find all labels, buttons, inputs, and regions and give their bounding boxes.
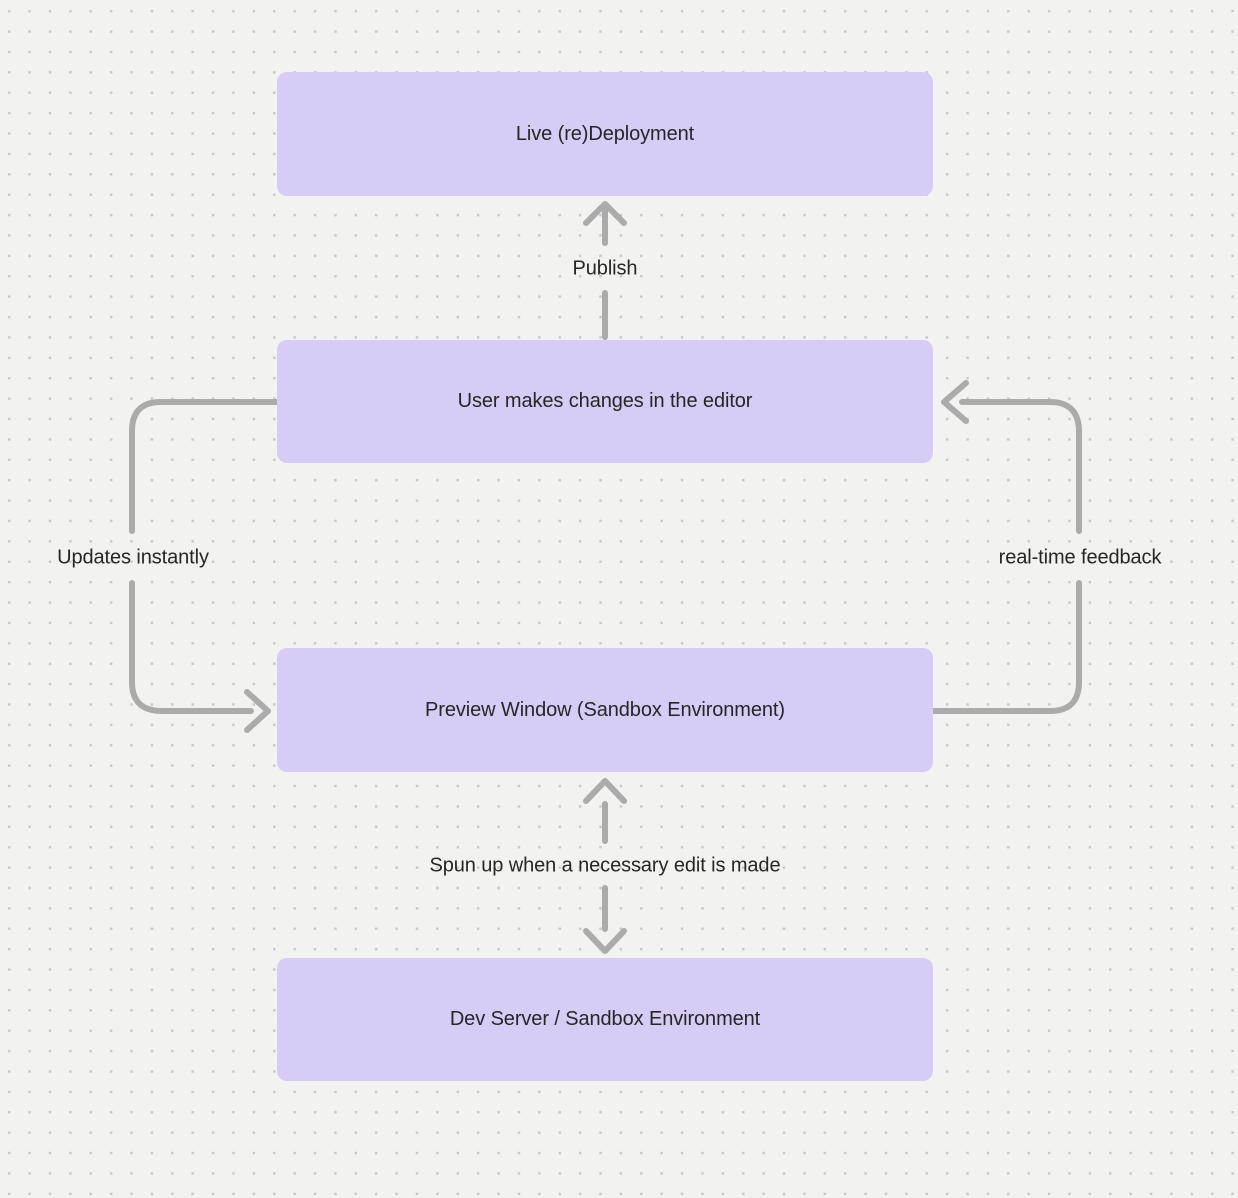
edge-label-publish[interactable]: Publish	[572, 257, 638, 280]
node-label: Live (re)Deployment	[515, 122, 695, 145]
node-label: User makes changes in the editor	[457, 390, 753, 412]
arrowhead-up-icon	[583, 778, 627, 804]
arrowhead-down-icon	[583, 928, 627, 954]
connector-spun-up[interactable]	[583, 778, 627, 954]
edge-label-updates-instantly[interactable]: Updates instantly	[57, 546, 209, 569]
node-live-redeployment[interactable]: Live (re)Deployment	[277, 72, 933, 196]
node-preview-window[interactable]: Preview Window (Sandbox Environment)	[277, 648, 933, 772]
edge-label-spun-up[interactable]: Spun up when a necessary edit is made	[429, 854, 781, 877]
edge-label-real-time-feedback[interactable]: real-time feedback	[998, 546, 1162, 569]
connector-publish[interactable]	[583, 201, 627, 340]
node-label: Preview Window (Sandbox Environment)	[425, 698, 785, 721]
connector-real-time-feedback[interactable]	[930, 380, 1082, 714]
arrowhead-left-icon	[941, 380, 969, 424]
node-user-editor[interactable]: User makes changes in the editor	[277, 340, 933, 463]
arrowhead-up-icon	[583, 201, 627, 226]
node-label: Dev Server / Sandbox Environment	[449, 1008, 761, 1030]
node-dev-server[interactable]: Dev Server / Sandbox Environment	[277, 958, 933, 1081]
arrowhead-right-icon	[244, 689, 271, 733]
connector-updates-instantly[interactable]	[129, 399, 280, 733]
